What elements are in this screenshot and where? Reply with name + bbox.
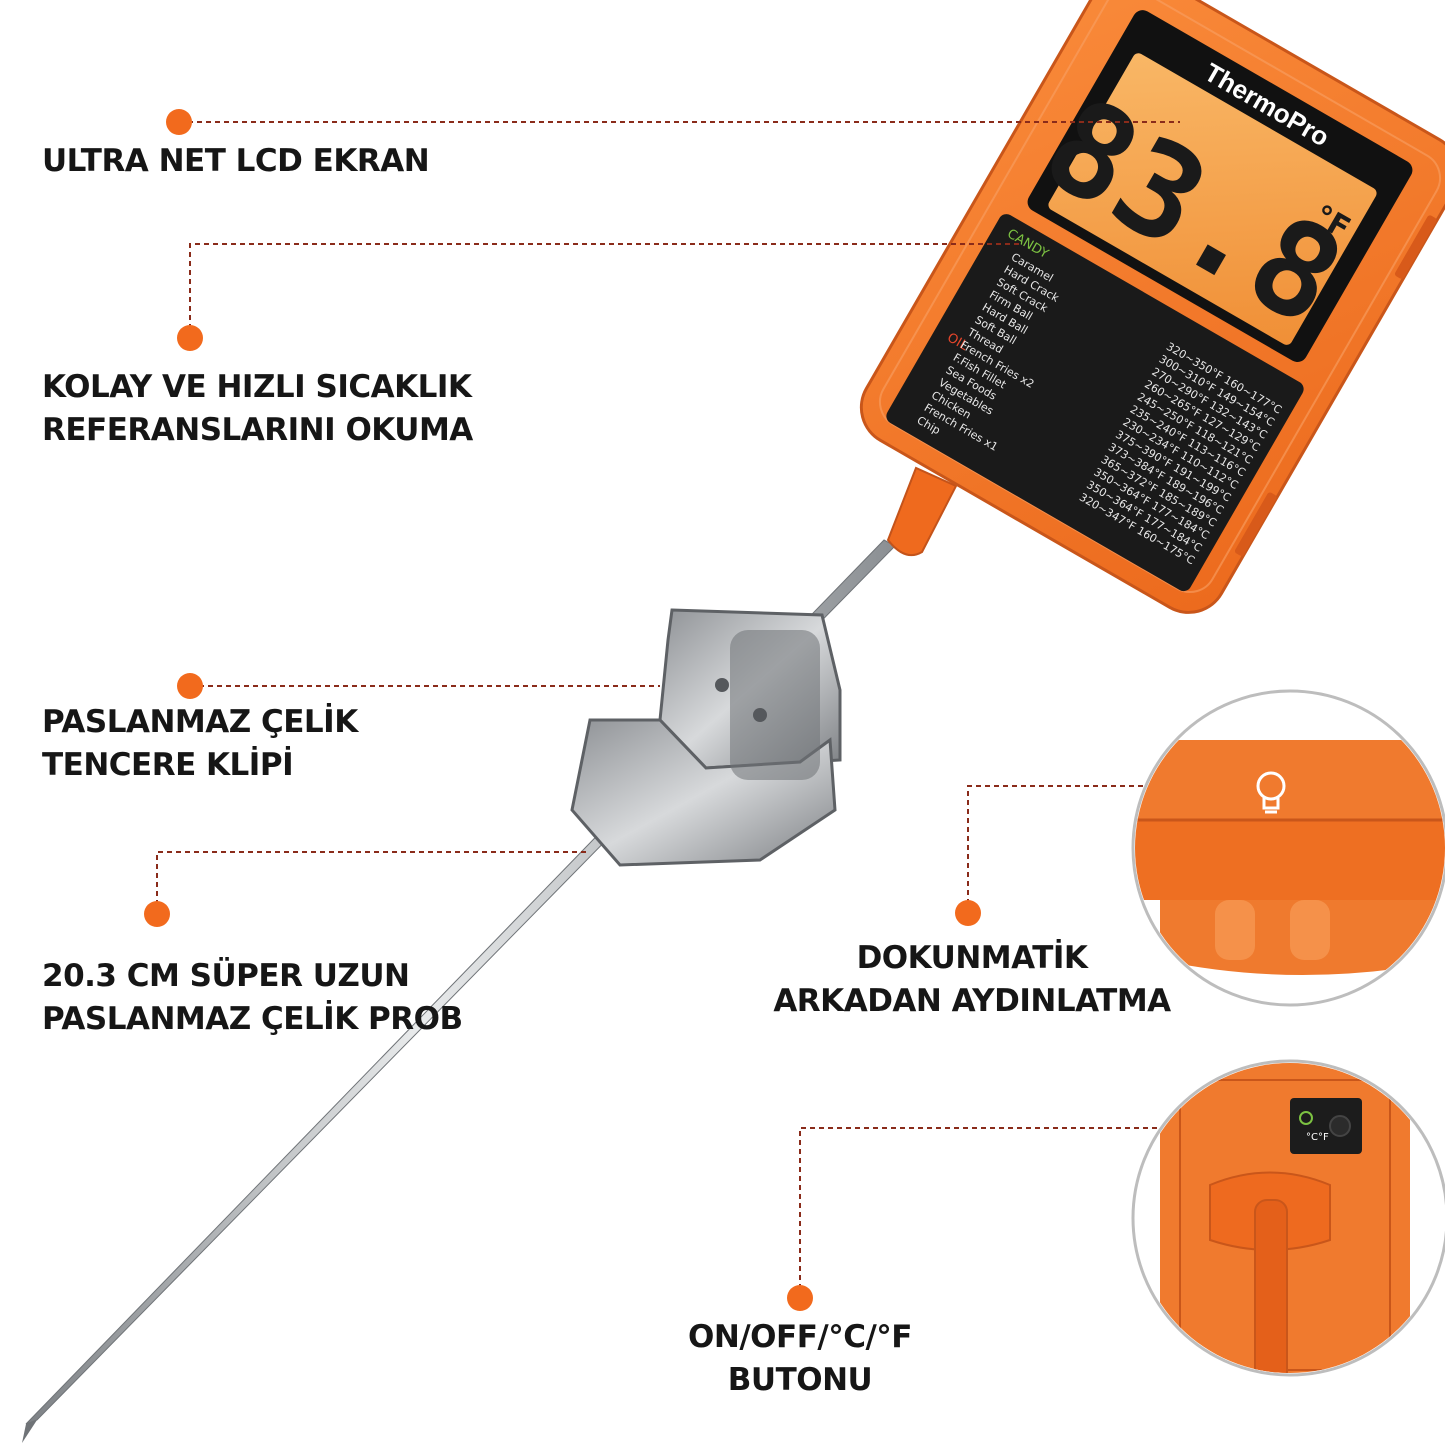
button-label: °C°F: [1306, 1132, 1329, 1143]
detail-button: °C°F: [1131, 1059, 1445, 1377]
feature-line: 20.3 CM SÜPER UZUN: [42, 958, 410, 994]
leader-dots: [144, 109, 981, 1311]
lightbulb-icon: [1256, 771, 1286, 814]
leader-lines: [156, 121, 1295, 1298]
feature-touch-backlight: DOKUNMATİK ARKADAN AYDINLATMA: [752, 937, 1192, 1023]
feature-line: PASLANMAZ ÇELİK: [42, 704, 358, 740]
feature-line: ON/OFF/°C/°F: [688, 1319, 912, 1355]
feature-line: DOKUNMATİK: [856, 940, 1088, 976]
reference-table: [886, 214, 1304, 592]
feature-pot-clip: PASLANMAZ ÇELİK TENCERE KLİPİ: [42, 701, 358, 787]
feature-reference-table: KOLAY VE HIZLI SICAKLIK REFERANSLARINI O…: [42, 366, 473, 452]
feature-line: TENCERE KLİPİ: [42, 747, 294, 783]
probe-stem: [886, 466, 958, 556]
feature-line: PASLANMAZ ÇELİK PROB: [42, 1001, 463, 1037]
lcd-screen: [1048, 53, 1377, 345]
feature-line: ARKADAN AYDINLATMA: [773, 983, 1171, 1019]
power-unit-button: [1290, 1098, 1362, 1154]
feature-lcd-display: ULTRA NET LCD EKRAN: [42, 140, 430, 183]
pot-clip: [570, 608, 842, 867]
feature-power-unit-button: ON/OFF/°C/°F BUTONU: [640, 1316, 960, 1402]
feature-long-probe: 20.3 CM SÜPER UZUN PASLANMAZ ÇELİK PROB: [42, 955, 463, 1041]
feature-line: REFERANSLARINI OKUMA: [42, 412, 473, 448]
power-icon: [1299, 1111, 1313, 1125]
feature-line: KOLAY VE HIZLI SICAKLIK: [42, 369, 472, 405]
thermometer-body: ThermoPro 83.8 °F CANDY OIL Caramel320~3…: [859, 0, 1445, 614]
feature-line: ULTRA NET LCD EKRAN: [42, 143, 430, 179]
feature-line: BUTONU: [727, 1362, 873, 1398]
